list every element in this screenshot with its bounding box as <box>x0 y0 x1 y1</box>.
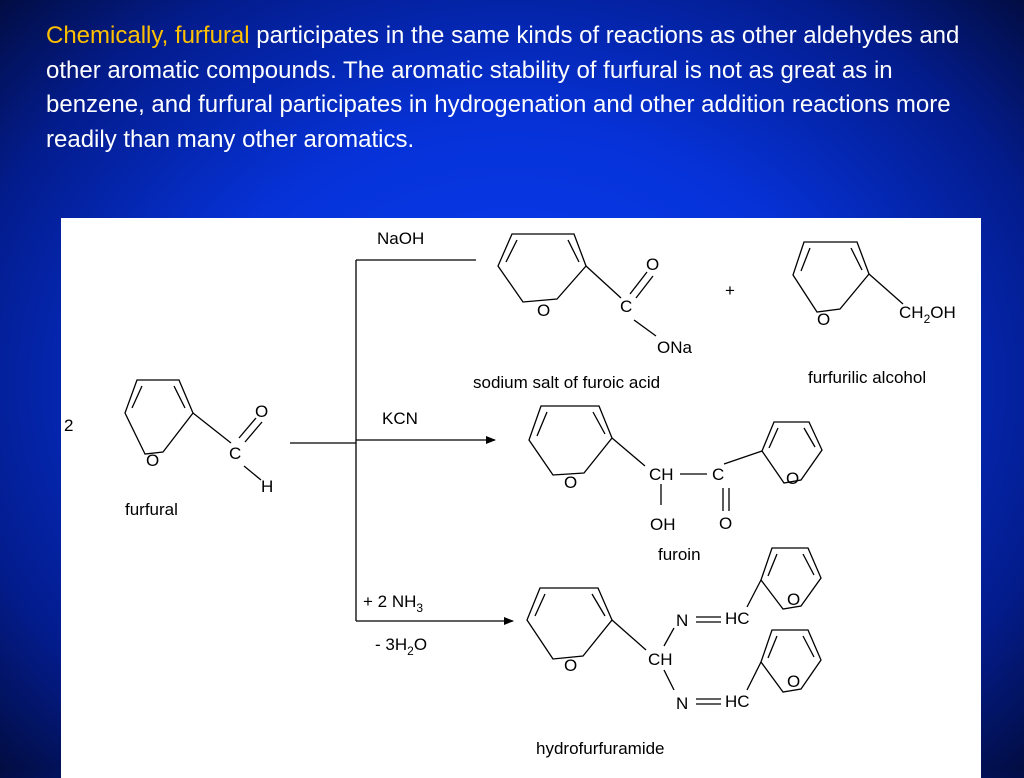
hydro-n-2: N <box>676 694 688 713</box>
hydro-ring-1 <box>526 587 613 660</box>
hydro-ring-3-double-2 <box>802 635 815 658</box>
furfural-bond-c <box>192 412 232 444</box>
furoin-ring-2-double-2 <box>803 427 816 448</box>
water-suffix: O <box>414 635 427 654</box>
hydro-ring-o-1: O <box>564 656 577 675</box>
alcohol-label: furfurilic alcohol <box>808 368 926 387</box>
hydro-ring-3-double-1 <box>767 635 778 659</box>
furoin-o: O <box>719 514 732 533</box>
furfural-ring <box>124 379 194 455</box>
hydro-ring-2 <box>760 547 822 610</box>
hydro-ring-1-double-1 <box>534 593 546 617</box>
furoin-ch: CH <box>649 465 674 484</box>
furoate-o: O <box>646 255 659 274</box>
reaction-diagram-panel: 2 O C O H furfural NaOH KCN + 2 NH3 - 3H… <box>61 218 981 778</box>
furoate-label: sodium salt of furoic acid <box>473 373 660 392</box>
furfural-ch-bond <box>243 465 262 481</box>
water-subscript: 2 <box>407 644 414 658</box>
alcohol-ch-prefix: CH <box>899 303 924 322</box>
furoin-ring-1 <box>528 405 613 476</box>
hydro-hc1-ring2-bond <box>746 579 762 608</box>
hydro-ring-2-double-2 <box>802 553 815 576</box>
furfural-o: O <box>255 402 268 421</box>
alcohol-ring <box>792 241 870 313</box>
furoate-co-double-1 <box>629 271 648 295</box>
furfural-c: C <box>229 444 241 463</box>
reagent-ammonia: + 2 NH3 <box>363 592 423 615</box>
water-prefix: - 3H <box>375 635 407 654</box>
hydro-label: hydrofurfuramide <box>536 739 665 758</box>
furoin-c-ring2-bond <box>723 450 763 465</box>
furfuryl-alcohol-structure: O CH2OH furfurilic alcohol <box>792 241 956 387</box>
intro-text: participates in the same kinds of reacti… <box>46 22 960 153</box>
alcohol-ring-double-1 <box>800 247 811 272</box>
intro-paragraph: Chemically, furfural participates in the… <box>46 19 996 157</box>
hydro-ring-3 <box>760 629 822 693</box>
furoate-ring-double-2 <box>567 239 580 263</box>
furoate-cona-bond <box>633 319 657 337</box>
furfural-h: H <box>261 477 273 496</box>
furfural-label: furfural <box>125 500 178 519</box>
hydro-ch-n2-bond <box>663 669 675 691</box>
hydro-ring-1-double-2 <box>591 593 606 617</box>
reagent-kcn: KCN <box>382 409 418 428</box>
furfural-ring-double-2 <box>173 385 186 409</box>
furfural-co-double-1 <box>238 417 257 439</box>
furfural-structure: 2 O C O H furfural <box>64 379 273 519</box>
hydro-ch-n1-bond <box>663 627 675 647</box>
hydro-hc-1: HC <box>725 609 750 628</box>
alcohol-ring-double-2 <box>850 247 863 271</box>
ammonia-prefix: + 2 NH <box>363 592 416 611</box>
furoate-ona: ONa <box>657 338 693 357</box>
furoin-ring-o-1: O <box>564 473 577 492</box>
furoate-co-double-2 <box>635 275 654 299</box>
furoin-ring-1-double-2 <box>592 411 606 435</box>
furoin-ring-o-2: O <box>786 469 799 488</box>
alcohol-ring-o: O <box>817 310 830 329</box>
furoate-bond-c <box>585 265 622 299</box>
furoin-ring-2-double-1 <box>768 427 779 449</box>
plus-sign: + <box>725 281 735 300</box>
alcohol-ch2oh: CH2OH <box>899 303 956 326</box>
furoin-label: furoin <box>658 545 701 564</box>
furoin-ring-2 <box>761 421 823 484</box>
furoin-oh: OH <box>650 515 676 534</box>
alcohol-bond-ch2 <box>868 273 904 305</box>
hydro-ring-o-3: O <box>787 672 800 691</box>
intro-highlight: Chemically, furfural <box>46 22 250 49</box>
furoate-ring-double-1 <box>505 239 518 263</box>
reagent-naoh: NaOH <box>377 229 424 248</box>
reaction-arrows: NaOH KCN + 2 NH3 - 3H2O <box>290 229 514 658</box>
furoate-ring-o: O <box>537 301 550 320</box>
hydro-n-1: N <box>676 611 688 630</box>
furoate-ring <box>497 233 587 303</box>
hydro-ch: CH <box>648 650 673 669</box>
furoin-ring-1-double-1 <box>536 411 548 437</box>
hydro-hc-2: HC <box>725 692 750 711</box>
reagent-water: - 3H2O <box>375 635 427 658</box>
hydro-bond-ch <box>611 619 647 651</box>
hydro-hc2-ring3-bond <box>746 661 762 691</box>
furfural-ring-double-1 <box>131 385 143 409</box>
hydro-ring-o-2: O <box>787 590 800 609</box>
furoate-c: C <box>620 297 632 316</box>
furoate-structure: O C O ONa sodium salt of furoic acid <box>473 233 693 392</box>
alcohol-ch-subscript: 2 <box>924 312 931 326</box>
alcohol-ch-suffix: OH <box>930 303 956 322</box>
furoin-structure: O CH C O OH O furoin <box>528 405 823 564</box>
furoin-bond-ch <box>611 437 646 467</box>
furfural-coefficient: 2 <box>64 416 73 435</box>
furoin-c: C <box>712 465 724 484</box>
furfural-co-double-2 <box>244 421 263 443</box>
reaction-diagram: 2 O C O H furfural NaOH KCN + 2 NH3 - 3H… <box>64 229 956 758</box>
ammonia-subscript: 3 <box>416 601 423 615</box>
hydro-ring-2-double-1 <box>767 553 778 577</box>
hydrofurfuramide-structure: O CH N HC O N HC O hydrofurfuramide <box>526 547 822 758</box>
furfural-ring-o: O <box>146 451 159 470</box>
